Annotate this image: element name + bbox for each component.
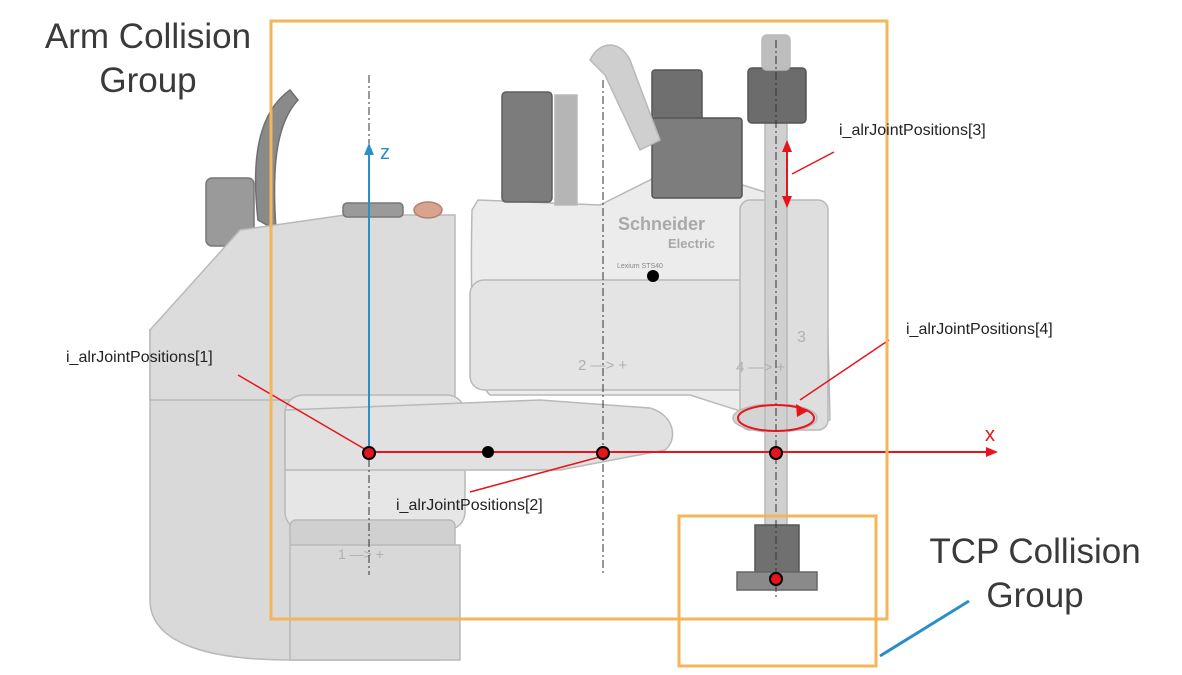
joint1-ring: [289, 519, 456, 549]
lower-column: [289, 544, 461, 661]
joint4-rotation-ellipse: [737, 404, 815, 432]
j1-leader: [237, 374, 369, 452]
tcp-group-line1: TCP Collision: [929, 532, 1141, 571]
joint2-label: i_alrJointPositions[2]: [396, 497, 543, 514]
tcp-group-line2: Group: [986, 576, 1084, 615]
connector-strip: [554, 94, 578, 206]
arm-group-line2: Group: [99, 61, 197, 100]
arm-1: [284, 399, 674, 471]
tool-body: [754, 524, 800, 576]
joint1-point: [362, 446, 376, 460]
base-button: [413, 201, 443, 219]
scara-robot-illustration: [149, 34, 831, 661]
model-text: Lexium STS40: [617, 263, 663, 270]
j3-leader: [791, 151, 835, 175]
tcp-collision-box: [677, 514, 878, 668]
base-top: [149, 214, 456, 401]
x-axis-label: x: [985, 424, 995, 446]
arm-collision-group-label: Arm Collision Group: [32, 15, 264, 103]
z-axis-label: z: [380, 142, 390, 164]
joint4-rotation-arrowhead: [796, 404, 808, 417]
j4-leader: [799, 339, 890, 401]
motor-block-2: [651, 117, 743, 199]
link-midpoint: [482, 446, 494, 458]
arm-collision-box: [269, 19, 889, 621]
tcp-point: [769, 572, 783, 586]
joint3-point: [769, 446, 783, 460]
axis-mark-1: 1 —> +: [338, 546, 384, 562]
elbow-cable: [589, 44, 661, 152]
base-cap: [342, 202, 404, 218]
tcp-leader: [879, 599, 970, 658]
controller-block: [501, 91, 553, 203]
axis-mark-3: 3: [797, 329, 806, 346]
j2-leader: [469, 455, 604, 493]
brand-text-2: Electric: [668, 236, 715, 251]
joint1-label: i_alrJointPositions[1]: [66, 349, 213, 366]
axis-mark-2: 2 —> +: [578, 357, 627, 374]
tcp-collision-group-label: TCP Collision Group: [912, 530, 1158, 618]
quill-top-stop: [747, 67, 807, 124]
cable: [254, 88, 299, 232]
joint4-label: i_alrJointPositions[4]: [906, 321, 1053, 338]
brand-text: Schneider: [618, 214, 705, 234]
axis-mark-4: 4 —> +: [736, 359, 785, 376]
joint2-point: [596, 446, 610, 460]
arm2-midpoint: [647, 270, 659, 282]
joint3-label: i_alrJointPositions[3]: [839, 122, 986, 139]
arm-group-line1: Arm Collision: [44, 17, 252, 56]
